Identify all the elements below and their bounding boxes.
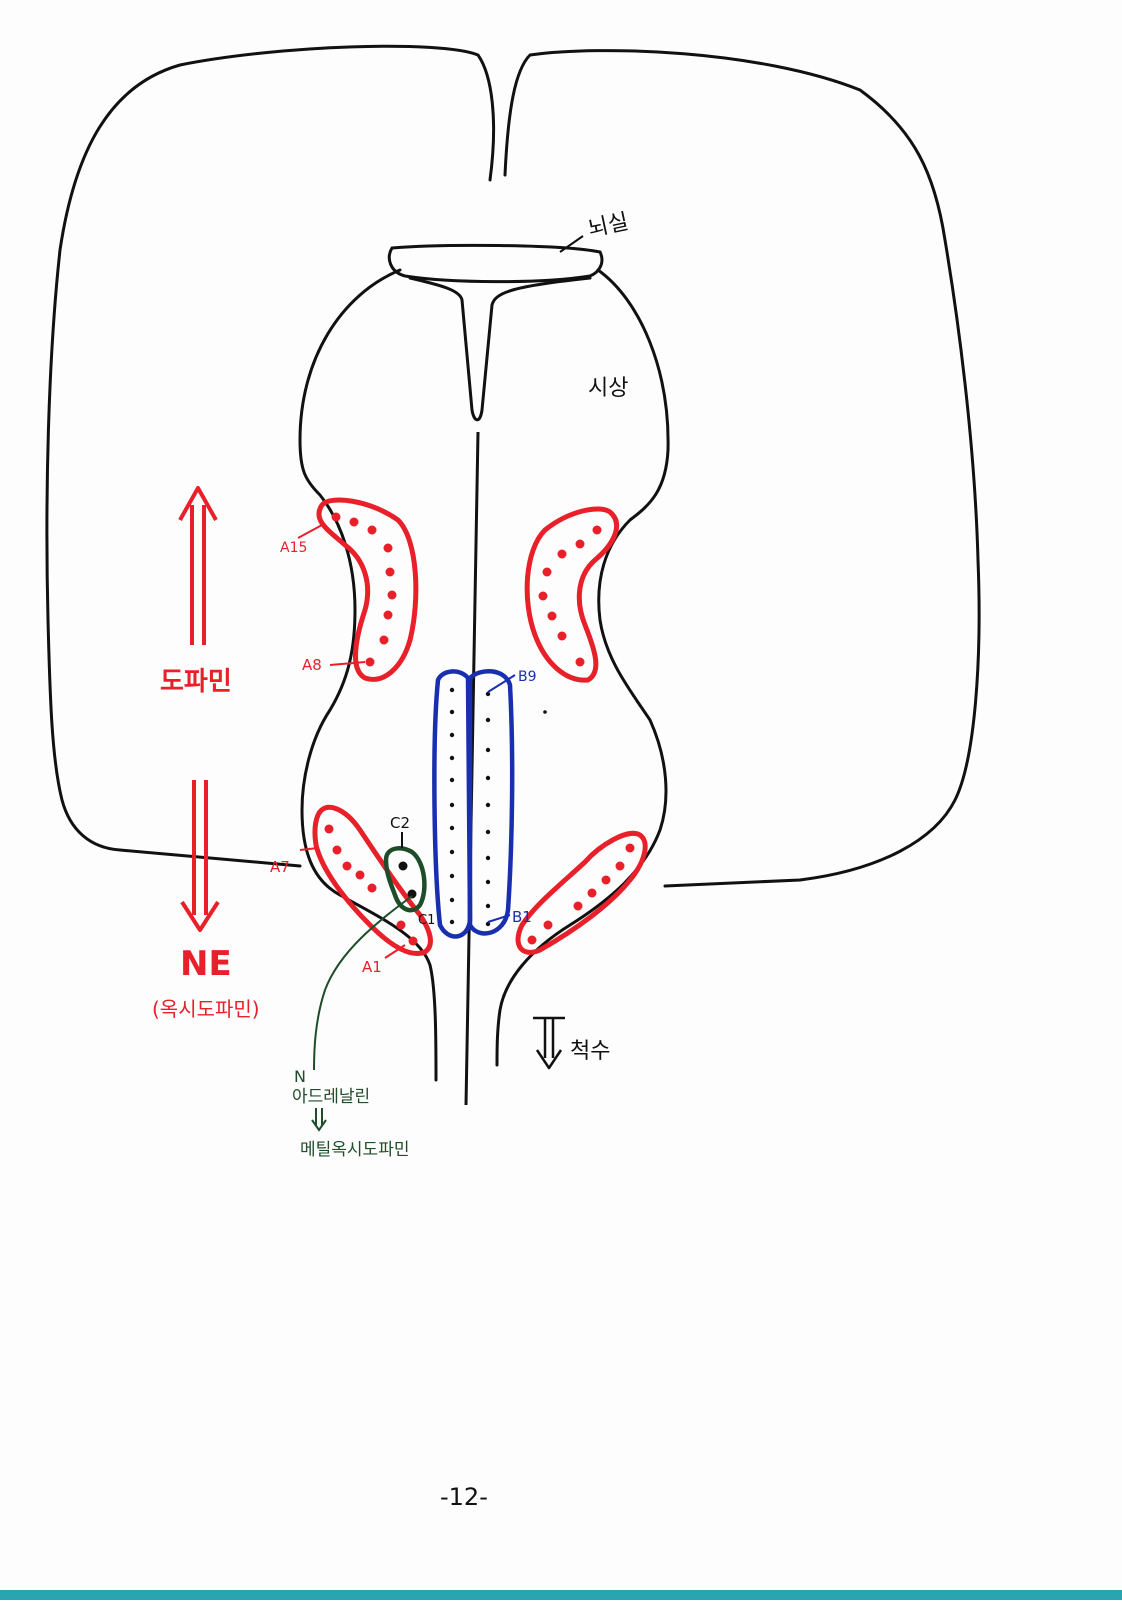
third-ventricle xyxy=(408,276,592,422)
label-methoxy: 메틸옥시도파민 xyxy=(300,1140,409,1160)
label-c1: C1 xyxy=(418,913,435,928)
group-lower-right xyxy=(515,831,648,955)
dots-a15-a8 xyxy=(331,512,397,667)
group-c1-c2 xyxy=(383,846,427,913)
a15-pointer xyxy=(297,524,323,539)
brainstem-right-outline xyxy=(495,268,670,1067)
c2-dot xyxy=(398,861,408,871)
group-upper-right xyxy=(524,506,620,683)
raphe-left xyxy=(432,669,473,939)
left-hemisphere-outline xyxy=(45,44,496,868)
adrenaline-down-arrow-icon xyxy=(311,1108,327,1132)
a7-pointer xyxy=(299,847,319,851)
b9-pointer xyxy=(487,674,516,693)
dots-upper-right xyxy=(538,525,602,667)
right-hemisphere-outline xyxy=(503,49,981,888)
dots-a7-a1 xyxy=(324,824,418,946)
dots-lower-right xyxy=(527,843,635,945)
spinal-down-arrow-icon xyxy=(533,1016,565,1070)
group-a7-a1-left xyxy=(312,804,433,956)
a8-pointer xyxy=(329,661,366,666)
ventricle-outline xyxy=(387,243,604,284)
page-number: -12- xyxy=(440,1483,488,1511)
label-b9: B9 xyxy=(518,669,537,685)
label-ne: NE xyxy=(180,944,232,984)
label-dopamine: 도파민 xyxy=(160,667,232,697)
down-arrow-icon xyxy=(180,780,220,932)
label-c2: C2 xyxy=(390,814,410,832)
label-b1: B1 xyxy=(512,908,532,926)
label-ventricle: 뇌실 xyxy=(586,209,631,242)
label-a7: A7 xyxy=(270,858,290,876)
label-thalamus: 시상 xyxy=(588,376,628,401)
group-a15-a8-left xyxy=(316,497,419,682)
ventricle-pointer xyxy=(559,235,584,253)
b1-pointer xyxy=(487,914,511,923)
dots-raphe xyxy=(449,687,547,927)
label-spinal-cord: 척수 xyxy=(570,1039,610,1064)
label-a15: A15 xyxy=(280,540,307,556)
raphe-right xyxy=(467,669,515,936)
up-arrow-icon xyxy=(178,486,218,645)
a1-pointer xyxy=(384,944,406,959)
c1-dot xyxy=(407,889,417,899)
label-oxydopamine: (옥시도파민) xyxy=(152,997,260,1021)
label-a8: A8 xyxy=(302,656,322,674)
label-n: N xyxy=(294,1067,306,1086)
label-adrenaline: 아드레날린 xyxy=(292,1087,370,1107)
label-a1: A1 xyxy=(362,958,382,976)
n-pointer xyxy=(313,895,413,1071)
bottom-color-strip xyxy=(0,1590,1122,1600)
